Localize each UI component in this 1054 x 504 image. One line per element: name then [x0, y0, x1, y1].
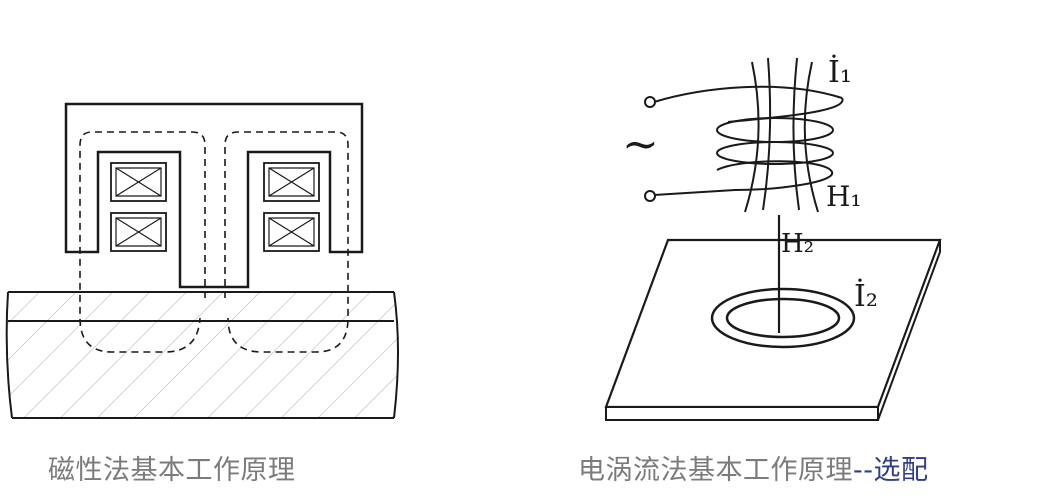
metal-plate-front [605, 406, 879, 421]
optional-suffix: --选配 [853, 455, 929, 486]
e-core-magnet [64, 102, 364, 289]
ac-symbol: ~ [622, 119, 659, 170]
substrate-left-break [5, 291, 13, 419]
flux-loop-right [224, 131, 349, 353]
eddy-current-caption-text: 电涡流法基本工作原理 [578, 455, 853, 486]
terminal-top [644, 96, 656, 108]
label-h2: H₂ [781, 229, 814, 259]
eddy-ring-outer [710, 287, 856, 349]
substrate-hatching [6, 292, 399, 418]
coil-left [110, 162, 167, 252]
label-i1: İ₁ [828, 54, 852, 90]
eddy-current-caption: 电涡流法基本工作原理--选配 [578, 448, 929, 487]
coil-right [263, 162, 320, 252]
magnetic-method-diagram [5, 102, 399, 419]
magnetic-field-lines [744, 57, 819, 213]
magnetic-method-caption-text: 磁性法基本工作原理 [48, 455, 296, 486]
excitation-coil [653, 85, 844, 196]
flux-loop-left [79, 131, 206, 353]
eddy-ring-inner [725, 297, 841, 339]
label-i2: İ₂ [854, 278, 878, 314]
eddy-current-diagram: ~ İ₁ H₁ H₂ İ₂ [604, 54, 942, 421]
label-h1: H₁ [826, 180, 862, 213]
terminal-bottom [644, 190, 656, 202]
magnetic-method-caption: 磁性法基本工作原理 [48, 448, 296, 487]
substrate-right-break [393, 291, 399, 419]
